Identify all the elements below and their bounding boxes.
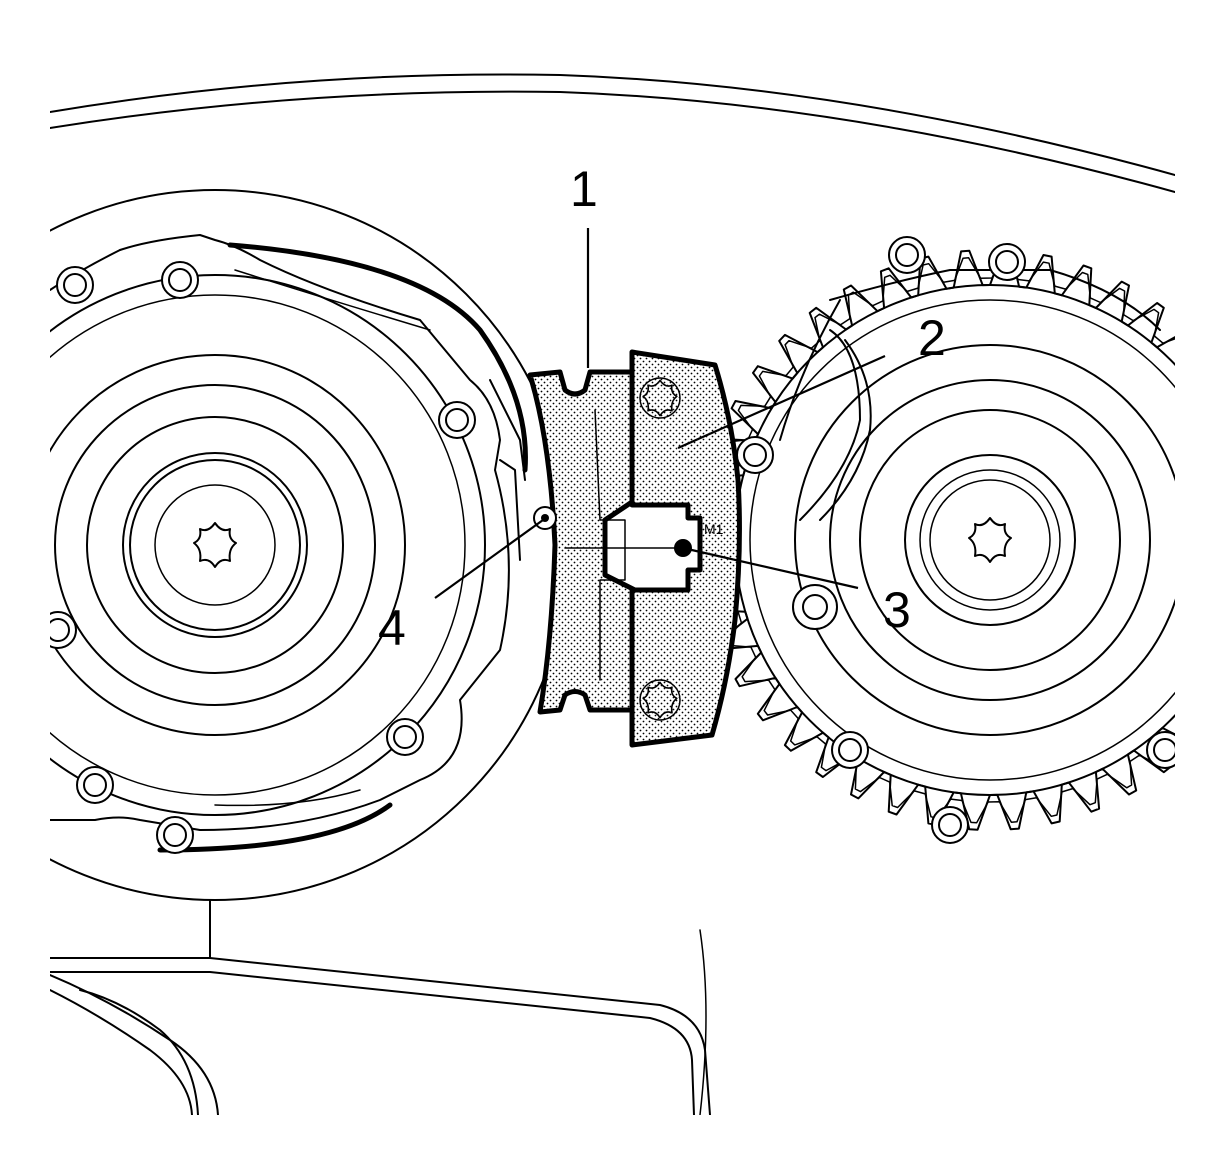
alignment-mark-left [533,506,557,530]
callout-3: 3 [883,582,911,638]
timing-cover-top-edge [50,73,1175,193]
tool-left-half [527,369,638,715]
tool-right-half [629,349,742,748]
leader-3 [682,546,859,590]
sprocket-tooth-inner-outline [706,256,1175,824]
exhaust-camshaft-adjuster [699,236,1175,844]
leader-4 [434,519,544,599]
callout-labels: 1 2 3 4 [378,161,946,656]
callout-leaders [434,228,886,599]
engine-front-view: M1 [50,73,1175,1115]
camshaft-locking-tool: M1 [527,349,742,748]
leader-2 [677,354,886,450]
engraved-mark-m1: M1 [704,521,724,537]
intake-camshaft-adjuster [50,189,571,901]
callout-4: 4 [378,600,406,656]
callout-2: 2 [918,310,946,366]
lower-housing [50,899,711,1115]
callout-1: 1 [570,161,598,217]
